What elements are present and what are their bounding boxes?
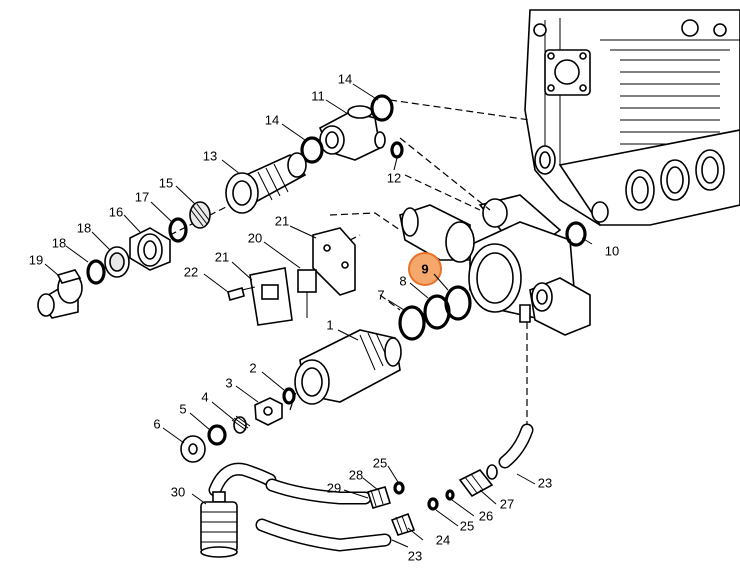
label-17: 17: [135, 189, 149, 204]
label-14-mid: 14: [265, 112, 279, 127]
part-30-strainer: [200, 491, 238, 558]
part-14-oring-upper: [370, 94, 394, 122]
part-27-fitting: [458, 464, 498, 498]
label-1: 1: [326, 317, 333, 332]
label-21-lower: 21: [215, 249, 229, 264]
label-27: 27: [500, 496, 514, 511]
label-30: 30: [171, 484, 185, 499]
label-4: 4: [201, 389, 208, 404]
part-5-oring: [207, 424, 227, 446]
part-13-fitting: [225, 152, 307, 214]
leader-lines: [44, 83, 593, 548]
part-1-cartridge: [294, 329, 402, 405]
label-26: 26: [479, 508, 493, 523]
part-21-bracket-lower: [249, 267, 293, 326]
callout-labels: 14 11 14 12 13 15 17 16 18 18 19 21 20 2…: [29, 71, 619, 563]
part-12-oring: [390, 141, 404, 159]
part-8-oring-b: [423, 294, 451, 330]
pump-housing: [524, 9, 740, 226]
label-14-upper: 14: [338, 71, 352, 86]
label-10: 10: [605, 243, 619, 258]
part-22-screw: [227, 286, 256, 301]
valve-body: [399, 194, 591, 336]
part-9-highlight-circle[interactable]: [408, 252, 442, 286]
label-21-upper: 21: [275, 213, 289, 228]
hose-23-lower: [255, 518, 392, 552]
part-28-connector: [366, 486, 392, 509]
part-19-quick-connect: [37, 269, 83, 319]
label-25-upper: 25: [373, 455, 387, 470]
part-4-spring: [231, 415, 251, 434]
label-2: 2: [249, 360, 256, 375]
part-3-nut: [254, 397, 283, 426]
label-19: 19: [29, 252, 43, 267]
part-18-nut-inner: [104, 246, 130, 278]
label-18-lower: 18: [52, 235, 66, 250]
label-8: 8: [399, 273, 406, 288]
label-23-lower: 23: [408, 548, 422, 563]
label-18-upper: 18: [77, 220, 91, 235]
part-15-filter: [189, 201, 211, 229]
label-13: 13: [203, 148, 217, 163]
label-23-upper: 23: [538, 475, 552, 490]
part-21-bracket-upper: [312, 227, 356, 296]
label-7: 7: [377, 287, 384, 302]
part-18-ring-outer: [86, 259, 106, 285]
label-22: 22: [184, 264, 198, 279]
label-28: 28: [349, 467, 363, 482]
label-3: 3: [225, 375, 232, 390]
part-24-connector: [390, 512, 416, 536]
label-15: 15: [159, 175, 173, 190]
part-7-oring: [398, 305, 426, 341]
part-6-plug: [180, 435, 206, 463]
part-25-oring-lower: [427, 497, 439, 511]
label-29: 29: [327, 480, 341, 495]
label-24: 24: [436, 532, 450, 547]
part-10-oring: [565, 221, 587, 247]
label-16: 16: [109, 204, 123, 219]
part-17-oring: [168, 217, 188, 243]
part-11-elbow: [318, 105, 386, 161]
part-26-oring: [445, 489, 455, 501]
label-12: 12: [387, 170, 401, 185]
hose-suction: [208, 462, 372, 505]
part-20-sensor: [297, 269, 317, 318]
label-6: 6: [153, 416, 160, 431]
label-5: 5: [179, 401, 186, 416]
label-11: 11: [311, 88, 325, 103]
label-9[interactable]: 9: [421, 261, 428, 276]
part-25-oring-upper: [393, 481, 405, 495]
hose-23-upper: [498, 423, 534, 469]
part-2-oring: [282, 387, 296, 405]
label-20: 20: [248, 230, 262, 245]
label-25-lower: 25: [460, 518, 474, 533]
part-14-oring-mid: [300, 136, 324, 164]
part-16-coupling: [129, 227, 171, 271]
